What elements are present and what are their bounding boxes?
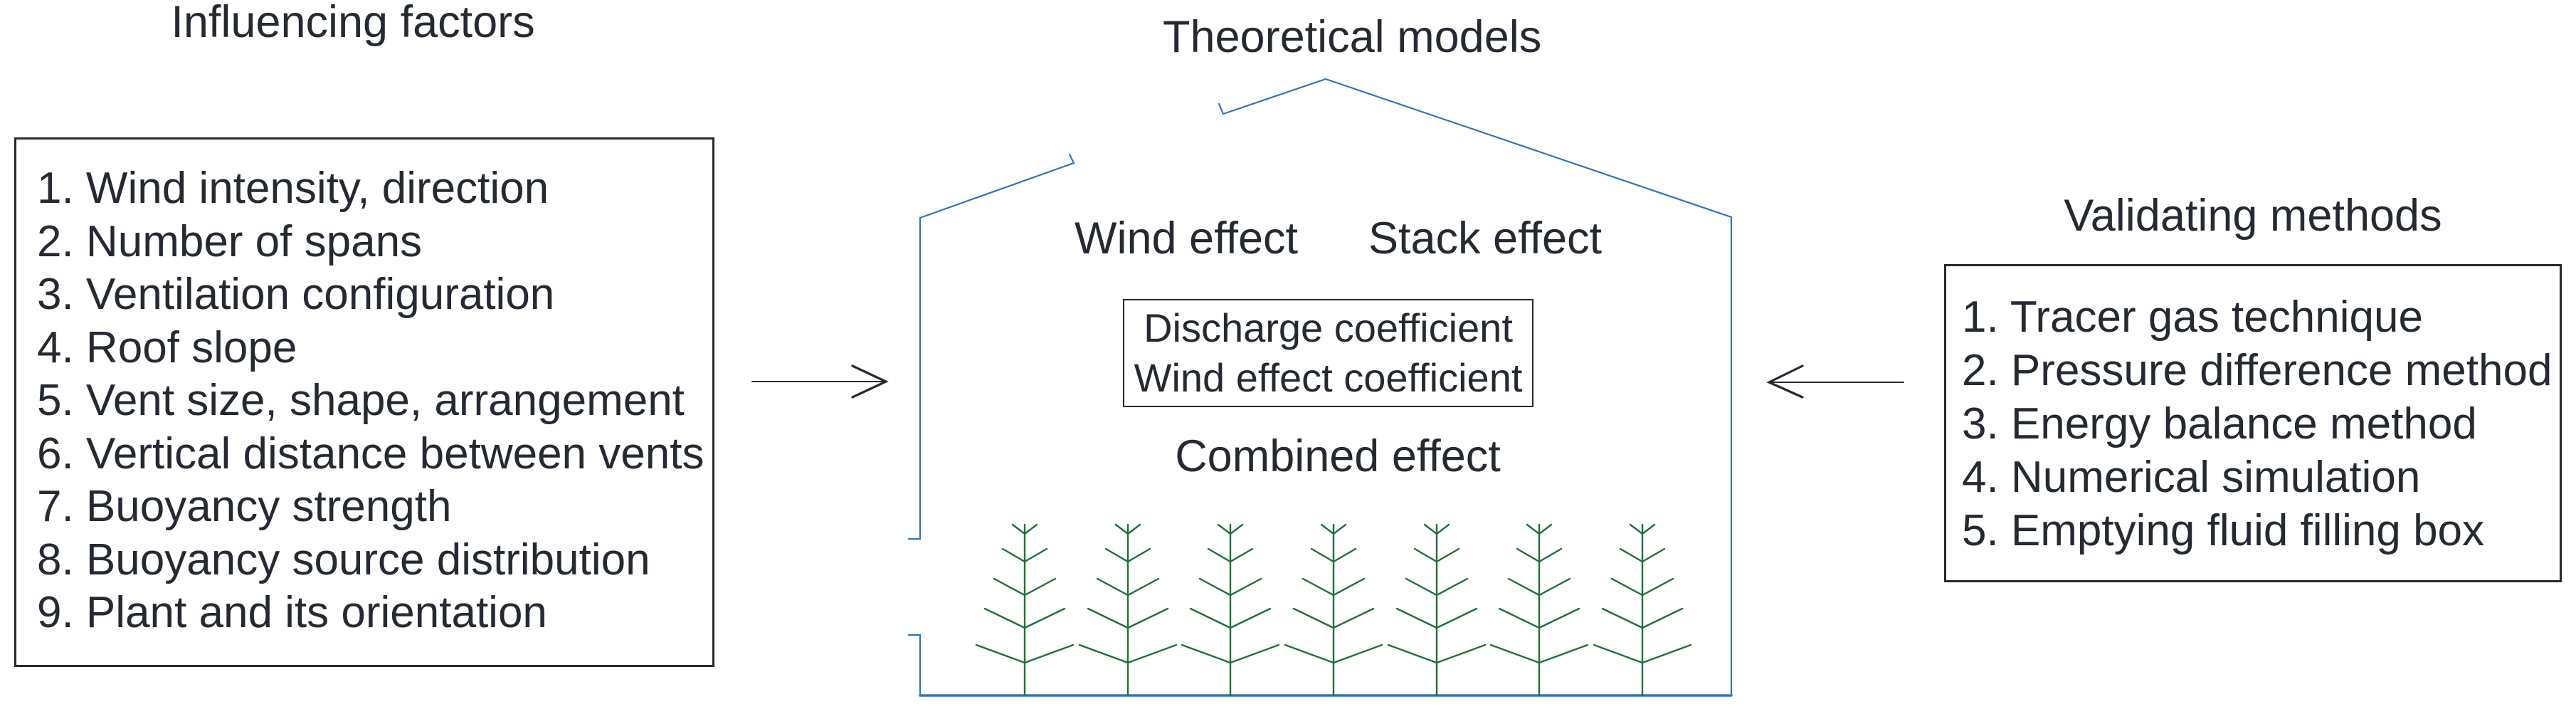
coefficient-box: Discharge coefficient Wind effect coeffi… [1123,299,1534,407]
combined-effect-label: Combined effect [1175,431,1501,481]
list-item: 6. Vertical distance between vents [37,429,704,478]
list-item: 3. Ventilation configuration [37,270,555,319]
center-title: Theoretical models [1163,12,1542,62]
list-item: 2. Number of spans [37,216,423,266]
list-item: 8. Buoyancy source distribution [37,535,650,584]
arrows [751,364,1904,399]
list-item: 1. Wind intensity, direction [37,164,549,213]
plant-icon [1284,523,1383,697]
list-item: 5. Emptying fluid filling box [1962,506,2485,555]
right-panel-box [1944,264,2562,582]
greenhouse-outline-icon [907,78,1733,697]
left-panel-title: Influencing factors [171,0,535,47]
right-panel-title: Validating methods [2064,191,2442,241]
greenhouse-right-side [907,78,1733,697]
plant-icon [1593,523,1692,697]
arrow-left-icon [1766,364,1904,399]
list-item: 7. Buoyancy strength [37,482,452,531]
list-item: 4. Roof slope [37,322,297,372]
left-panel-list: 1. Wind intensity, direction 2. Number o… [37,162,704,640]
stack-effect-label: Stack effect [1368,214,1602,263]
greenhouse-left-side [907,153,1075,540]
plant-icon [1078,523,1178,697]
list-item: 3. Energy balance method [1962,399,2477,448]
list-item: 2. Pressure difference method [1962,346,2553,395]
coefficient-line-2: Wind effect coefficient [1134,355,1523,400]
coefficient-line-1: Discharge coefficient [1144,305,1513,350]
plant-icon [1387,523,1487,697]
plant-icon [1181,523,1280,697]
list-item: 4. Numerical simulation [1962,453,2421,502]
right-panel-list: 1. Tracer gas technique 2. Pressure diff… [1962,290,2552,557]
list-item: 1. Tracer gas technique [1962,293,2423,342]
arrow-right-icon [751,364,889,399]
plant-row [975,523,1692,697]
list-item: 5. Vent size, shape, arrangement [37,376,685,425]
wind-effect-label: Wind effect [1075,214,1298,263]
left-panel-box [14,137,714,667]
plant-icon [1489,523,1589,697]
list-item: 9. Plant and its orientation [37,588,547,637]
plant-icon [975,523,1075,697]
